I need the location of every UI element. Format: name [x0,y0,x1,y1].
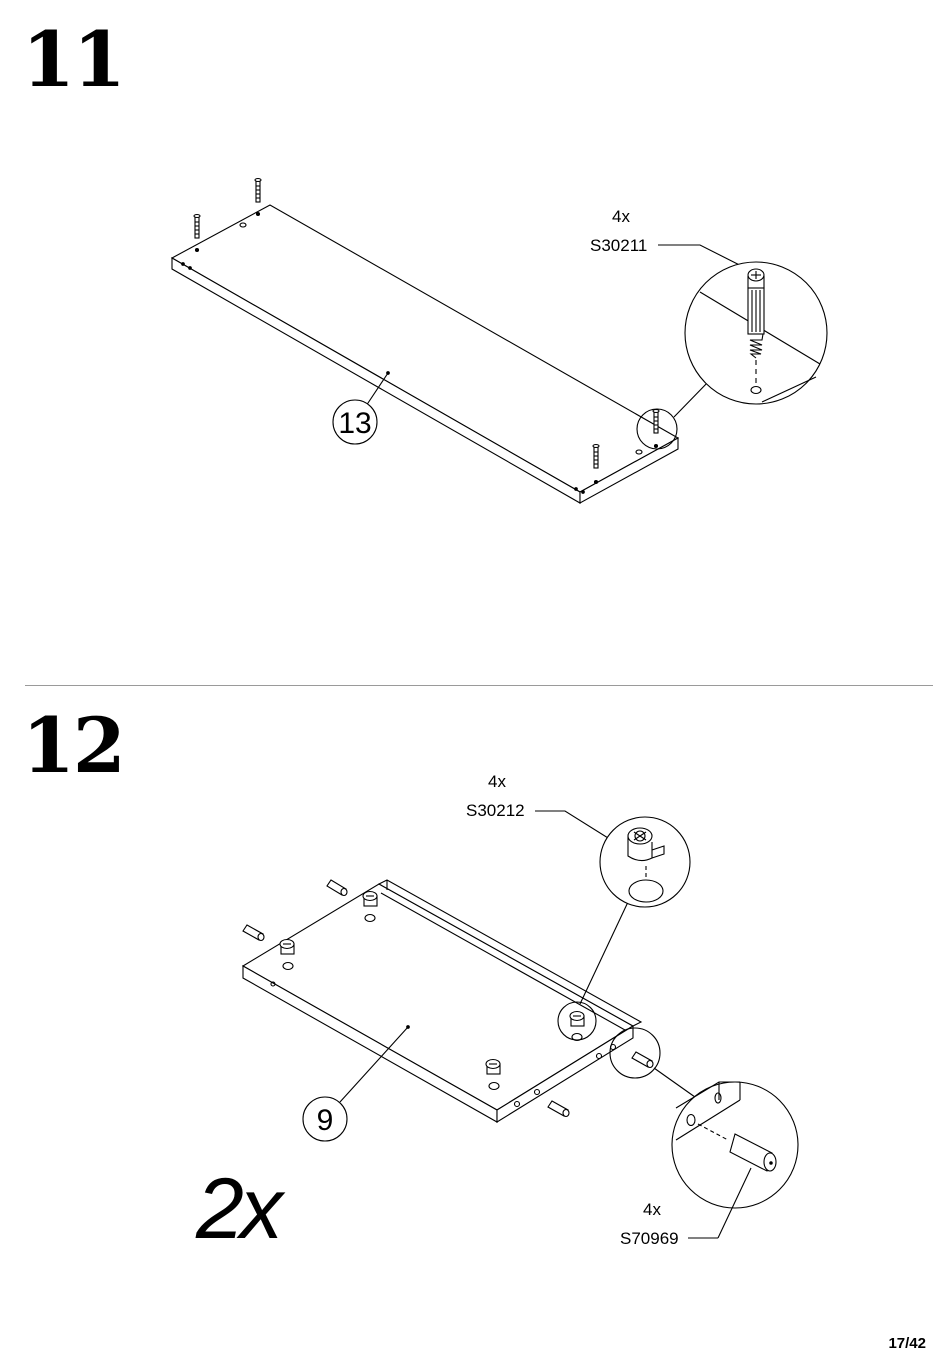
cam-lock [486,1060,500,1075]
cam-lock [280,940,294,955]
dowel [243,925,264,941]
dowel [548,1101,569,1117]
cam-lock [570,1012,584,1027]
screw-bolt [593,445,599,469]
panel-13-drawing [172,205,678,503]
screw-bolt [653,410,659,434]
cam-lock-detail-view [600,817,690,907]
dowel-detail-view [672,1082,798,1238]
screw-bolt [255,179,261,203]
cam-lock [363,892,377,907]
bolt-detail-view [685,262,827,404]
panel-callout-label: 13 [338,407,371,440]
screw-bolt [194,215,200,239]
dowel [327,880,347,896]
dowel [632,1052,653,1068]
panel-callout-label: 9 [317,1104,334,1137]
